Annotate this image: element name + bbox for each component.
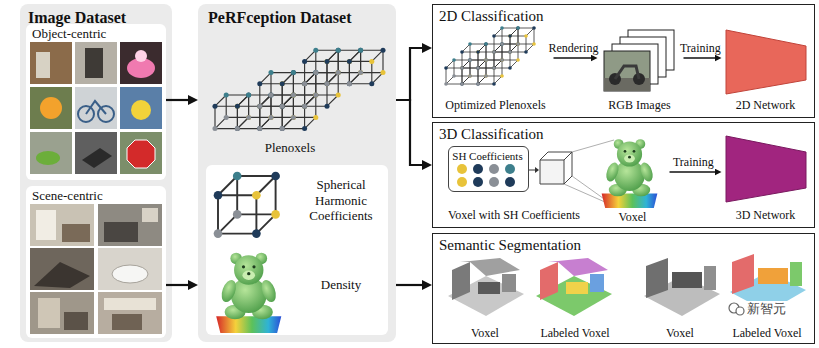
feature-subpanel: Spherical Harmonic CoefficientsDensity: [206, 165, 388, 335]
dataset-panel: PeRFception DatasetSpherical Harmonic Co…: [198, 4, 396, 342]
node-heading: Semantic Segmentation: [439, 236, 739, 254]
node-heading: SH Coefficients: [449, 150, 527, 163]
arrow-connector: [166, 284, 192, 286]
edge-label: Training: [678, 41, 723, 55]
figure-label: Labeled Voxel: [722, 326, 812, 340]
sh-dots: [457, 164, 515, 187]
node-heading: 3D Classification: [439, 125, 739, 143]
plenoxel-grid: [212, 48, 385, 131]
edge-label: Rendering: [546, 41, 600, 55]
arrow-connector: [684, 57, 718, 58]
task-box: 2D ClassificationOptimized Plenoxels RGB …: [432, 4, 815, 118]
node-heading: PeRFception Dataset: [208, 8, 388, 27]
voxel-scene-gray-1: [448, 258, 524, 316]
voxel-scene-labeled-1: [536, 258, 612, 316]
figure-node: Optimized Plenoxels: [440, 26, 554, 114]
arrow-connector: [670, 171, 718, 172]
panel-grounds: [20, 4, 396, 342]
arrow-connector: [554, 57, 594, 58]
arrow-connector: [396, 284, 426, 286]
network-2d-shape: [726, 30, 806, 94]
arrow-connector: [396, 48, 426, 100]
sh-cube: [214, 172, 280, 238]
object-photos: [30, 42, 162, 174]
network-node: 2D Network: [722, 22, 812, 114]
figure-node: Voxel: [598, 136, 670, 226]
node-heading: Voxel: [598, 210, 668, 224]
scene-photos: [30, 204, 162, 334]
watermark: 新智元: [747, 301, 797, 317]
node-heading: 2D Network: [722, 98, 810, 112]
figure-label: Voxel: [445, 326, 525, 340]
node-heading: Scene-centric: [32, 188, 160, 204]
dataset-panel: Image DatasetObject-centricScene-centric: [20, 4, 172, 342]
arrow-connector: [396, 100, 426, 165]
watermark-icon: [729, 303, 744, 315]
node-heading: Image Dataset: [28, 8, 166, 27]
dataset-subpanel: Scene-centric: [26, 186, 166, 338]
sh-to-cube-arrow: [529, 167, 539, 173]
figure-label: Voxel: [640, 326, 720, 340]
node-text: Density: [298, 277, 384, 293]
node-heading: 2D Classification: [439, 7, 739, 25]
figure-label: Plenoxels: [250, 140, 330, 156]
figure-node: RGB Images: [598, 26, 684, 114]
node-heading: Spherical Harmonic Coefficients: [298, 177, 384, 224]
node-heading: Optimized Plenoxels: [440, 98, 552, 112]
voxel-scene-gray-2: [644, 258, 720, 316]
arrow-connector: [166, 99, 192, 101]
node-heading: 3D Network: [722, 208, 810, 222]
figure-label: Voxel with SH Coefficients: [438, 208, 590, 222]
node-heading: Object-centric: [32, 26, 160, 42]
edge-label: Training: [671, 155, 716, 169]
density-teddy: [216, 253, 281, 333]
coefficient-box: SH Coefficients: [448, 146, 529, 192]
network-3d-shape: [726, 136, 806, 202]
network-node: 3D Network: [722, 132, 812, 224]
voxel-teddy: [602, 139, 658, 208]
optimized-plenoxels-grid: [444, 26, 536, 86]
dataset-subpanel: Object-centric: [26, 24, 166, 180]
figure-label: Labeled Voxel: [530, 326, 620, 340]
rgb-image-stack: [604, 30, 674, 91]
node-heading: RGB Images: [598, 98, 682, 112]
